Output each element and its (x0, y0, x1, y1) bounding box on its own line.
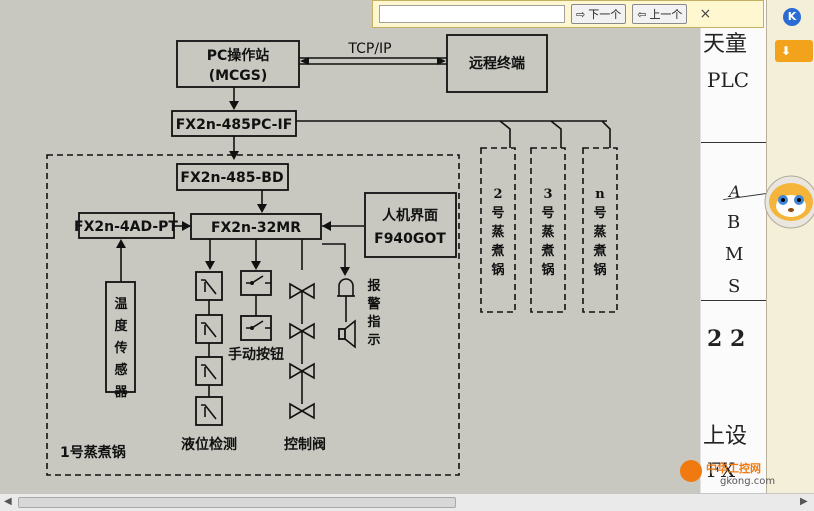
find-prev-button[interactable]: ⇦ 上一个 (632, 4, 688, 24)
frag-text-1: 天童 (703, 32, 748, 57)
boiler-1-container (46, 154, 460, 476)
gear-icon (680, 460, 702, 482)
scroll-right-icon[interactable]: ▶ (800, 496, 808, 507)
watermark: 中华工控网 gkong.com (680, 456, 790, 492)
pc-to-if-arrow (229, 101, 239, 110)
horizontal-scrollbar[interactable]: ◀ ▶ (0, 493, 814, 511)
frag-text-4: B (727, 212, 741, 233)
watermark-title: 中华工控网 (706, 462, 761, 475)
scroll-left-icon[interactable]: ◀ (4, 496, 12, 507)
tcp-ip-label: TCP/IP (347, 41, 391, 57)
boiler-3-container (530, 147, 566, 313)
find-prev-label: 上一个 (649, 8, 683, 21)
temp-sensor-label: 温度传感器 (113, 297, 128, 400)
level-detect-label: 液位检测 (181, 436, 237, 453)
frag-text-7: 2 2 (707, 326, 746, 352)
find-next-button[interactable]: ⇨ 下一个 (571, 4, 627, 24)
remote-terminal-label: 远程终端 (469, 55, 525, 72)
alarm-arrow (340, 267, 350, 276)
io-drop-alarm (322, 243, 346, 268)
frag-text-2: PLC (707, 68, 750, 92)
next-arrow-icon: ⇨ (576, 7, 586, 21)
download-button[interactable]: ⬇ (775, 40, 813, 62)
bus-drop-n (601, 120, 611, 148)
prev-arrow-icon: ⇦ (637, 7, 647, 21)
bus-drop-3 (550, 120, 562, 148)
hmi-title: 人机界面 (382, 207, 438, 224)
level-switches (195, 271, 223, 426)
ad-label: FX2n-4AD-PT (74, 219, 178, 235)
frag-rule-1 (701, 142, 767, 143)
close-icon[interactable]: × (699, 6, 712, 22)
watermark-url: gkong.com (720, 476, 776, 487)
k-app-icon[interactable]: K (783, 8, 801, 26)
pc-station-title: PC操作站 (207, 47, 270, 64)
side-panel: K ⬇ (764, 0, 814, 493)
bd-box (176, 163, 289, 191)
mr-label: FX2n-32MR (211, 220, 301, 236)
frag-text-8: 上设 (703, 424, 748, 449)
alarm-indicator-label: 报警指示 (367, 279, 381, 348)
frag-text-5: M (725, 244, 744, 265)
manual-buttons (240, 270, 272, 341)
bus-drop-2 (499, 120, 511, 148)
tcp-arrow-left (300, 57, 309, 65)
ad-to-mr-arrow (182, 221, 191, 231)
hmi-model: F940GOT (374, 231, 446, 247)
sensor-to-ad-arrow (116, 239, 126, 248)
find-input[interactable] (379, 5, 565, 23)
hmi-to-mr-arrow (322, 221, 331, 231)
mascot-icon[interactable] (761, 168, 814, 240)
level-arrow (205, 261, 215, 270)
find-next-label: 下一个 (588, 8, 622, 21)
if-to-bd-arrow (229, 151, 239, 160)
hmi-box (364, 192, 457, 258)
remote-terminal-box (446, 34, 548, 93)
frag-text-6: S (728, 276, 741, 297)
diagram-canvas: PC操作站 (MCGS) TCP/IP 远程终端 FX2n-485PC-IF 1… (46, 34, 618, 476)
boiler-2-container (480, 147, 516, 313)
frag-rule-2 (701, 300, 767, 301)
find-bar: ⇨ 下一个 ⇦ 上一个 × (372, 0, 764, 28)
bd-to-mr-arrow (257, 204, 267, 213)
frag-text-9: FX (707, 458, 736, 482)
boiler-1-label: 1号蒸煮锅 (60, 444, 126, 461)
scroll-thumb[interactable] (18, 497, 456, 508)
frag-text-3: A (729, 182, 741, 201)
tcp-arrow-right (437, 57, 446, 65)
plc-system-diagram: PC操作站 (MCGS) TCP/IP 远程终端 FX2n-485PC-IF 1… (46, 34, 618, 476)
manual-button-label: 手动按钮 (228, 346, 284, 363)
download-arrow-icon: ⬇ (781, 44, 792, 58)
boiler-n-container (582, 147, 618, 313)
pc-if-label: FX2n-485PC-IF (176, 117, 293, 133)
control-valve-label: 控制阀 (284, 436, 326, 453)
button-arrow (251, 261, 261, 270)
bd-label: FX2n-485-BD (180, 170, 283, 186)
alarm-devices (337, 278, 356, 349)
adjacent-page-fragment: 天童 PLC A B M S 2 2 上设 FX (700, 0, 767, 493)
pc-station-subtitle: (MCGS) (209, 68, 268, 84)
control-valves (289, 282, 315, 420)
